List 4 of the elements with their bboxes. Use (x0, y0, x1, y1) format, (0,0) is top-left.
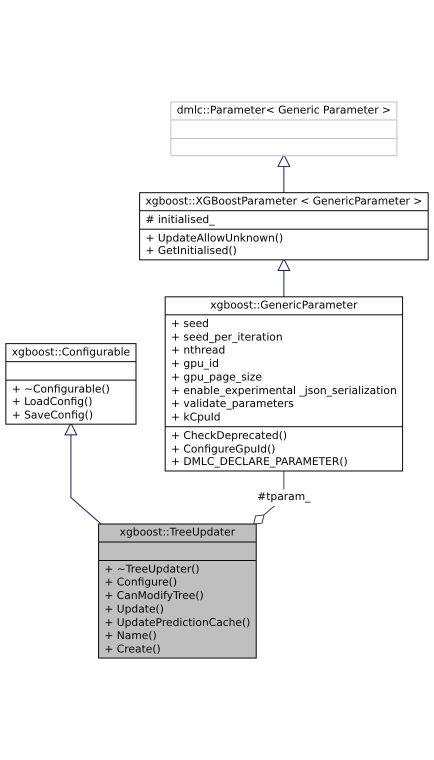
arrow (64, 422, 102, 524)
arrow (278, 258, 290, 298)
arrow (278, 154, 290, 194)
edge-label: #tparam_ (257, 490, 311, 504)
